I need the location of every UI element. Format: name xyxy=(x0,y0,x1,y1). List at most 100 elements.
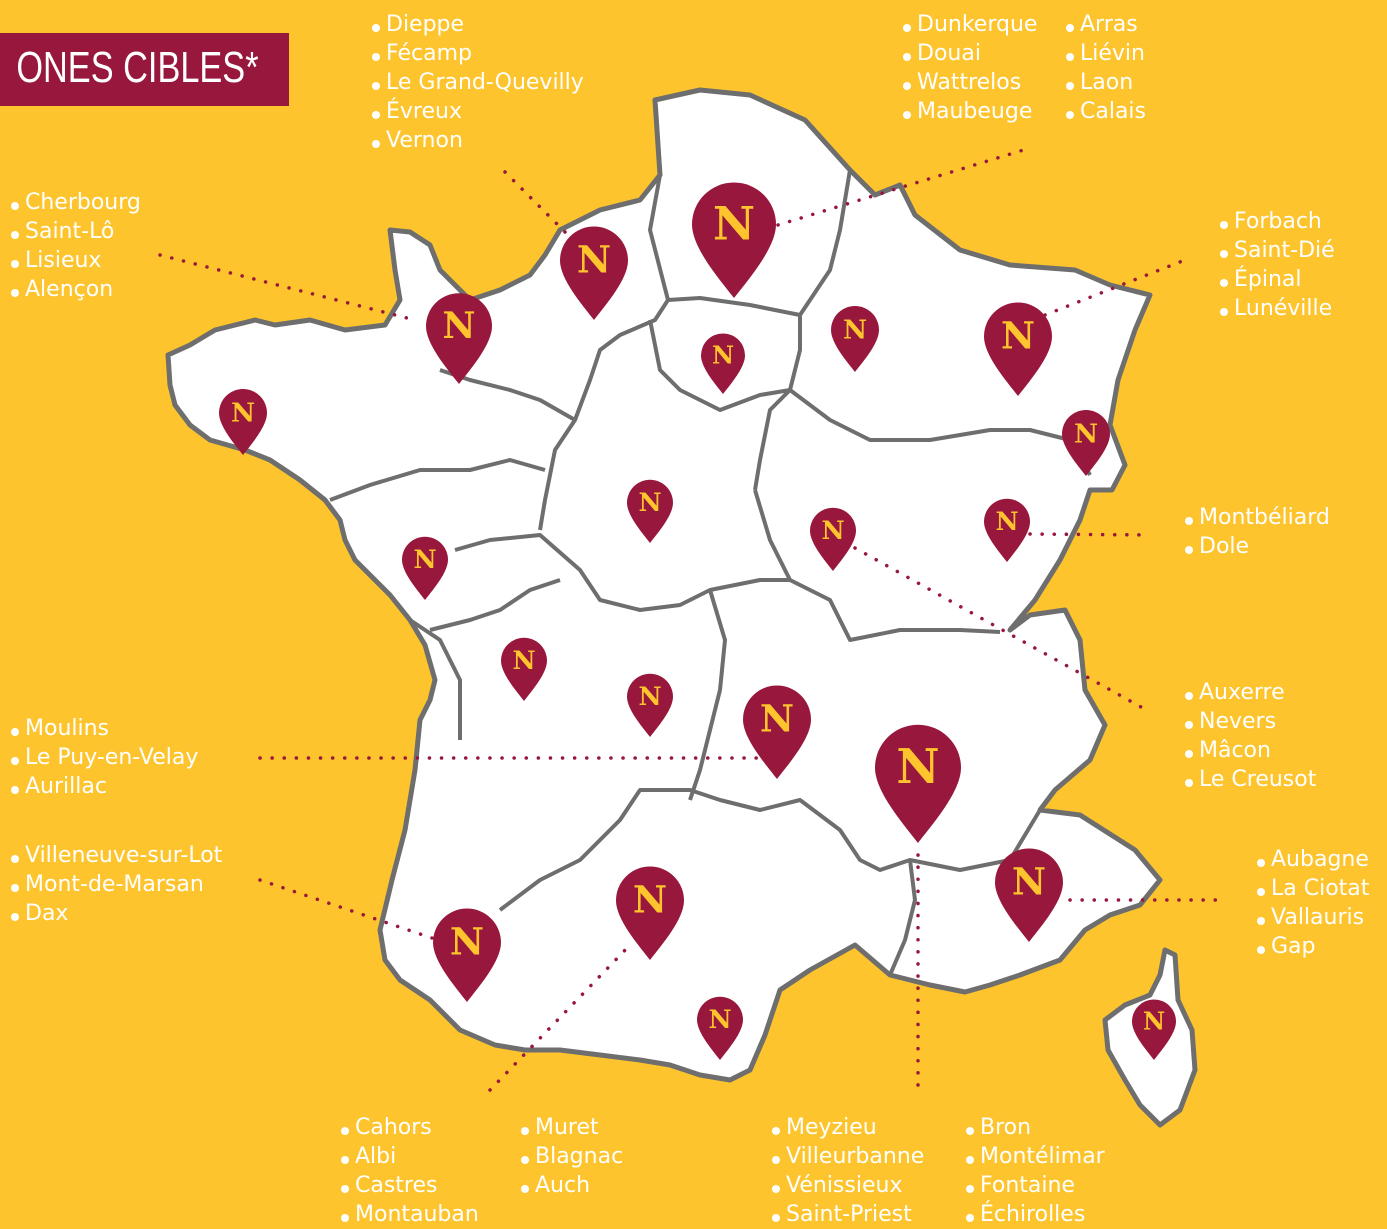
city-item: Saint-Priest xyxy=(770,1200,924,1229)
pin-shape xyxy=(433,908,501,1002)
city-item: Le Puy-en-Velay xyxy=(9,743,198,772)
location-pin-icon: N xyxy=(743,685,811,779)
city-list-occitanie-1: Cahors Albi Castres Montauban xyxy=(339,1113,479,1229)
city-list-rhone-2: Bron Montélimar Fontaine Échirolles xyxy=(964,1113,1105,1229)
city-item: Dole xyxy=(1183,532,1330,561)
connector-normandy-west xyxy=(158,253,417,322)
city-item: Vénissieux xyxy=(770,1171,924,1200)
location-pin-icon: N xyxy=(701,333,745,394)
city-item: Fontaine xyxy=(964,1171,1105,1200)
pin-letter: N xyxy=(638,681,661,711)
city-item: Évreux xyxy=(370,97,584,126)
city-item: Wattrelos xyxy=(901,68,1037,97)
pin-shape xyxy=(743,685,811,779)
city-item: Aubagne xyxy=(1255,845,1369,874)
connector-franche-comte xyxy=(1028,532,1152,537)
city-item: Dieppe xyxy=(370,10,584,39)
pin-letter: N xyxy=(442,304,475,347)
pin-letter: N xyxy=(760,697,794,741)
city-item: Dax xyxy=(9,899,222,928)
pin-letter: N xyxy=(450,920,484,964)
city-item: Calais xyxy=(1064,97,1146,126)
city-item: Fécamp xyxy=(370,39,584,68)
city-list-normandy-west: Cherbourg Saint-Lô Lisieux Alençon xyxy=(9,188,141,304)
city-item: Albi xyxy=(339,1142,479,1171)
city-item: Montélimar xyxy=(964,1142,1105,1171)
location-pin-icon: N xyxy=(1132,999,1176,1060)
city-item: Douai xyxy=(901,39,1037,68)
city-list-nord-2: Arras Liévin Laon Calais xyxy=(1064,10,1146,126)
city-item: Alençon xyxy=(9,275,141,304)
city-item: Meyzieu xyxy=(770,1113,924,1142)
location-pin-icon: N xyxy=(697,996,743,1060)
location-pin-icon: N xyxy=(433,908,501,1002)
city-item: La Ciotat xyxy=(1255,874,1369,903)
location-pin-icon: N xyxy=(831,306,879,372)
city-item: Montbéliard xyxy=(1183,503,1330,532)
pin-letter: N xyxy=(1143,1006,1165,1035)
pin-shape xyxy=(616,866,684,960)
location-pin-icon: N xyxy=(627,673,673,737)
pin-shape xyxy=(627,673,673,737)
location-pin-icon: N xyxy=(1062,410,1110,476)
pin-shape xyxy=(692,182,776,298)
location-pin-icon: N xyxy=(402,536,449,600)
city-item: Moulins xyxy=(9,714,198,743)
city-item: Mont-de-Marsan xyxy=(9,870,222,899)
city-list-auvergne: Moulins Le Puy-en-Velay Aurillac xyxy=(9,714,198,801)
city-list-nord-1: Dunkerque Douai Wattrelos Maubeuge xyxy=(901,10,1037,126)
city-item: Mâcon xyxy=(1183,736,1316,765)
city-item: Auch xyxy=(519,1171,623,1200)
pin-shape xyxy=(984,302,1052,396)
pin-shape xyxy=(219,389,267,455)
city-item: Villeneuve-sur-Lot xyxy=(9,841,222,870)
city-item: Lisieux xyxy=(9,246,141,275)
connector-bourgogne xyxy=(853,546,1152,714)
pin-letter: N xyxy=(512,645,535,675)
pin-letter: N xyxy=(713,197,755,251)
city-list-rhone-1: Meyzieu Villeurbanne Vénissieux Saint-Pr… xyxy=(770,1113,924,1229)
location-pin-icon: N xyxy=(810,507,856,571)
city-item: Saint-Lô xyxy=(9,217,141,246)
connector-lines xyxy=(158,146,1224,1092)
location-pin-icon: N xyxy=(692,182,776,298)
city-item: Blagnac xyxy=(519,1142,623,1171)
pin-letter: N xyxy=(1074,419,1098,450)
pin-letter: N xyxy=(712,340,734,369)
connector-occitanie xyxy=(488,943,632,1092)
pin-shape xyxy=(697,996,743,1060)
page-title: ONES CIBLES* xyxy=(16,43,259,92)
city-item: Cherbourg xyxy=(9,188,141,217)
city-item: Maubeuge xyxy=(901,97,1037,126)
city-item: Auxerre xyxy=(1183,678,1316,707)
location-pin-icon: N xyxy=(984,498,1030,562)
pin-shape xyxy=(1062,410,1110,476)
pin-shape xyxy=(701,333,745,394)
city-item: Villeurbanne xyxy=(770,1142,924,1171)
city-item: Montauban xyxy=(339,1200,479,1229)
location-pin-icon: N xyxy=(627,479,673,543)
city-item: Forbach xyxy=(1218,207,1335,236)
city-item: Échirolles xyxy=(964,1200,1105,1229)
pin-shape xyxy=(1132,999,1176,1060)
pin-letter: N xyxy=(231,398,255,429)
pin-shape xyxy=(875,724,961,843)
city-item: Laon xyxy=(1064,68,1146,97)
city-list-paca: Aubagne La Ciotat Vallauris Gap xyxy=(1255,845,1369,961)
city-item: Muret xyxy=(519,1113,623,1142)
city-item: Cahors xyxy=(339,1113,479,1142)
city-item: Le Grand-Quevilly xyxy=(370,68,584,97)
pin-letter: N xyxy=(995,506,1018,536)
connector-normandy-east xyxy=(503,170,567,234)
city-list-aquitaine: Villeneuve-sur-Lot Mont-de-Marsan Dax xyxy=(9,841,222,928)
location-pin-icon: N xyxy=(875,724,961,843)
city-item: Bron xyxy=(964,1113,1105,1142)
city-item: Aurillac xyxy=(9,772,198,801)
location-pin-icon: N xyxy=(984,302,1052,396)
pin-letter: N xyxy=(821,515,844,545)
city-item: Lunéville xyxy=(1218,294,1335,323)
connector-lorraine xyxy=(1043,256,1192,317)
city-list-bourgogne: Auxerre Nevers Mâcon Le Creusot xyxy=(1183,678,1316,794)
city-list-lorraine: Forbach Saint-Dié Épinal Lunéville xyxy=(1218,207,1335,323)
